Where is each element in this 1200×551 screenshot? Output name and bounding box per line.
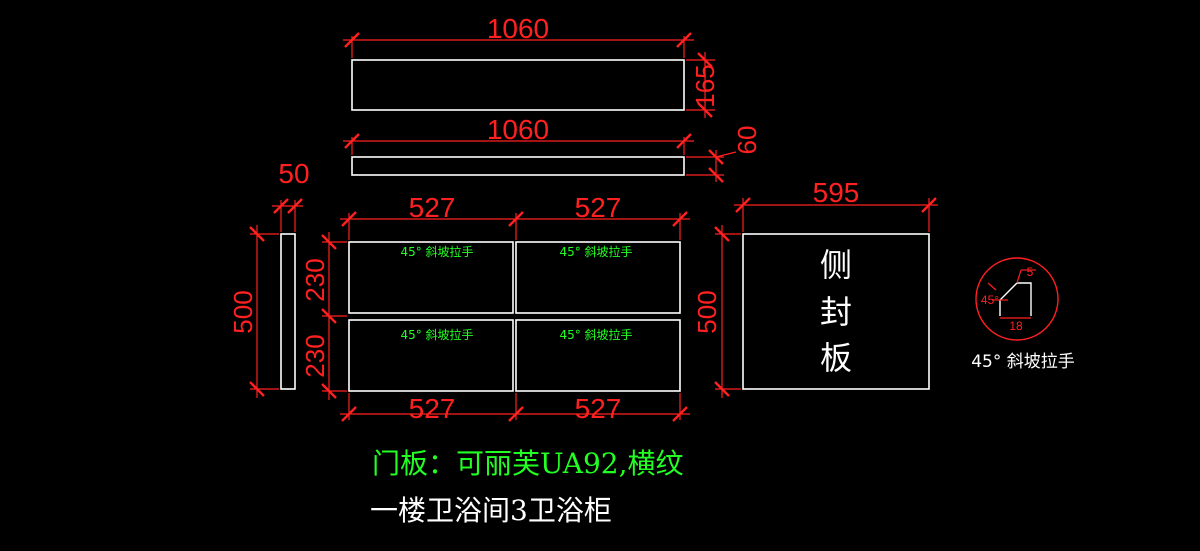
detail-bottom-size-text: 18 xyxy=(1009,319,1023,333)
door-width-text-3: 527 xyxy=(409,393,456,424)
door-label-bottom-left: 45° 斜坡拉手 xyxy=(400,327,473,342)
top-height-text: 165 xyxy=(690,64,720,107)
door-height-text-lower: 230 xyxy=(300,334,330,377)
door-bottom-width-dimension: 527 527 xyxy=(340,393,690,424)
door-panel-bottom-left xyxy=(348,319,514,392)
strip-height-text: 60 xyxy=(732,126,762,155)
door-height-dimension: 230 230 xyxy=(300,232,347,400)
side-strip-panel xyxy=(280,233,296,390)
cabinet-title: 一楼卫浴间3卫浴柜 xyxy=(370,494,612,527)
side-strip-height-dimension: 500 xyxy=(228,225,279,398)
strip-height-dimension: 60 xyxy=(686,126,762,183)
material-note: 门板：可丽芙UA92,横纹 xyxy=(372,447,684,480)
handle-detail: 45° 5 18 xyxy=(975,257,1059,341)
side-panel xyxy=(742,233,930,390)
side-panel-height-text: 500 xyxy=(692,290,722,333)
door-width-text-4: 527 xyxy=(575,393,622,424)
strip-width-text: 1060 xyxy=(487,114,549,145)
top-width-text: 1060 xyxy=(487,13,549,44)
side-panel-height-dimension: 500 xyxy=(692,225,741,398)
door-panel-bottom-right xyxy=(515,319,681,392)
side-strip-width-text: 50 xyxy=(278,158,309,189)
door-height-text-upper: 230 xyxy=(300,258,330,301)
side-panel-text-2: 封 xyxy=(820,293,852,331)
detail-angle-text: 45° xyxy=(981,293,999,307)
strip-width-dimension: 1060 xyxy=(343,114,694,155)
strip-panel xyxy=(351,156,685,176)
detail-top-size-text: 5 xyxy=(1027,265,1034,279)
door-panel-top-left xyxy=(348,241,514,314)
door-width-text-1: 527 xyxy=(409,192,456,223)
top-panel xyxy=(351,59,685,111)
top-width-dimension: 1060 xyxy=(343,13,694,58)
top-height-dimension: 165 xyxy=(686,52,720,118)
door-width-text-2: 527 xyxy=(575,192,622,223)
side-strip-width-dimension: 50 xyxy=(272,158,310,232)
door-panel-top-right xyxy=(515,241,681,314)
side-panel-text-1: 侧 xyxy=(820,246,852,284)
side-panel-width-text: 595 xyxy=(813,177,860,208)
side-strip-height-text: 500 xyxy=(228,290,258,333)
door-top-width-dimension: 527 527 xyxy=(340,192,690,240)
door-label-bottom-right: 45° 斜坡拉手 xyxy=(559,327,632,342)
side-panel-width-dimension: 595 xyxy=(734,177,938,232)
detail-caption: 45° 斜坡拉手 xyxy=(971,352,1075,372)
door-label-top-right: 45° 斜坡拉手 xyxy=(559,244,632,259)
side-panel-text-3: 板 xyxy=(820,339,852,377)
door-label-top-left: 45° 斜坡拉手 xyxy=(400,244,473,259)
